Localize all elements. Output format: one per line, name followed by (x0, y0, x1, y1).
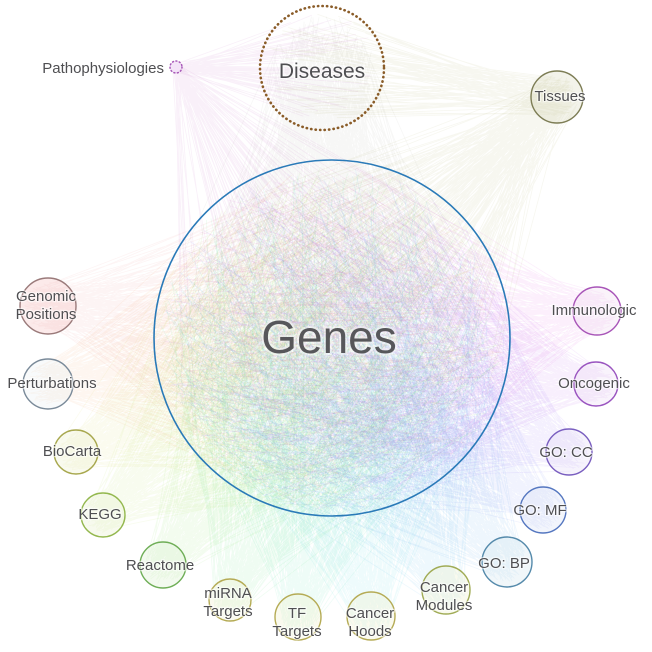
edge-bundle-tissues (171, 75, 579, 507)
node-label-reactome: Reactome (126, 557, 194, 574)
edge-bundle-tissues-diseases (269, 13, 577, 119)
edge-bundle-go-cc (164, 173, 589, 509)
node-circle-diseases[interactable] (258, 4, 386, 132)
edge-bundle-pathophysiologies (170, 61, 500, 503)
node-circle-tissues[interactable] (530, 70, 584, 124)
genes-circle[interactable] (153, 159, 511, 517)
node-label-go-mf: GO: MF (513, 502, 566, 519)
node-circle-genomic-positions[interactable] (19, 277, 77, 335)
genes-label: Genes (261, 311, 397, 363)
edge-bundle-kegg (84, 174, 492, 534)
edge-bundles (24, 13, 617, 637)
node-label-go-cc: GO: CC (539, 444, 593, 461)
edge-bundle-cancer-hoods (164, 174, 496, 637)
node-circle-kegg[interactable] (80, 492, 126, 538)
node-label-perturbations: Perturbations (7, 375, 96, 392)
edge-bundle-biocarta (58, 171, 504, 495)
node-label-immunologic: Immunologic (551, 302, 637, 319)
edge-bundle-go-mf (165, 174, 562, 530)
node-circle-immunologic[interactable] (572, 286, 622, 336)
edge-bundle-tf-targets (160, 173, 499, 636)
edge-bundle-reactome (144, 166, 505, 584)
node-circle-biocarta[interactable] (53, 429, 99, 475)
node-circle-mirna-targets[interactable] (208, 578, 252, 622)
node-circle-go-bp[interactable] (481, 536, 533, 588)
node-label-diseases: Diseases (279, 60, 365, 83)
node-circle-tf-targets[interactable] (274, 593, 322, 641)
edge-bundle-genomic-positions (24, 167, 504, 511)
node-label-oncogenic: Oncogenic (558, 375, 630, 392)
node-circle-cancer-hoods[interactable] (346, 591, 396, 641)
node-label-tissues: Tissues (534, 88, 585, 105)
node-circle-oncogenic[interactable] (573, 361, 619, 407)
node-label-pathophysiologies: Pathophysiologies (42, 60, 164, 77)
node-label-biocarta: BioCarta (43, 443, 102, 460)
edge-bundle-perturbations (27, 174, 502, 507)
node-circle-go-mf[interactable] (519, 486, 567, 534)
edge-bundle-pathophysiologies-diseases (172, 14, 371, 117)
node-circle-cancer-modules[interactable] (421, 565, 471, 615)
edge-bundle-go-bp (169, 174, 527, 582)
node-circle-perturbations[interactable] (22, 358, 74, 410)
edge-bundle-oncogenic (164, 184, 615, 510)
node-circle-pathophysiologies[interactable] (169, 60, 183, 74)
peripheral-nodes (19, 4, 622, 641)
node-circle-go-cc[interactable] (545, 428, 593, 476)
node-label-go-bp: GO: BP (478, 555, 530, 572)
node-circle-reactome[interactable] (139, 541, 187, 589)
node-label-kegg: KEGG (78, 506, 121, 523)
